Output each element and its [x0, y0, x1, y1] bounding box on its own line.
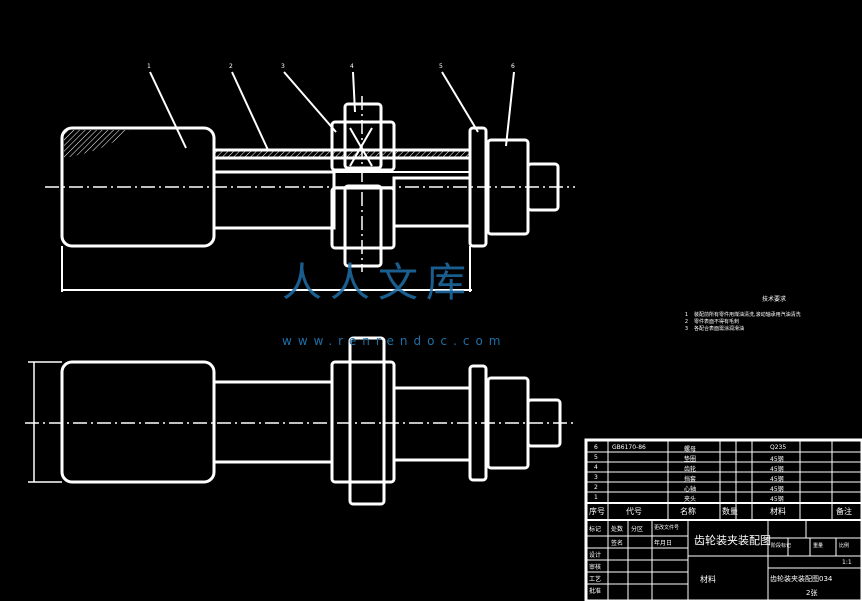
parts-header-qty: 数量: [722, 507, 738, 516]
bottom-mandrel: [212, 380, 334, 464]
parts-header-name: 名称: [680, 507, 696, 516]
gear-upper: [330, 120, 396, 172]
sign-label: 签名: [611, 540, 624, 547]
balloon-num-5: 5: [439, 63, 443, 70]
part-name: 垫圈: [684, 456, 697, 463]
design-label: 设计: [589, 552, 602, 559]
part-name: 夹头: [684, 496, 697, 503]
gear-core: [343, 102, 383, 170]
gear-lower-core: [343, 184, 383, 268]
part-seq: 2: [594, 484, 598, 491]
watermark-logo: 人人文库: [282, 260, 474, 306]
centre-lines: [25, 96, 575, 424]
part-seq: 4: [594, 464, 598, 471]
chuck-hatch: [64, 130, 130, 158]
sign-label: 更改文件号: [654, 525, 680, 531]
part-material: Q235: [770, 444, 787, 451]
balloon-num-1: 1: [147, 63, 151, 70]
mandrel-upper: [212, 148, 472, 160]
part-name: 挡套: [684, 476, 697, 483]
part-name: 齿轮: [684, 466, 697, 473]
scale-value: 1:1: [842, 559, 852, 566]
sign-label: 年月日: [654, 540, 673, 547]
part-seq: 5: [594, 454, 598, 461]
requirement-num: 2: [684, 319, 688, 325]
sign-label: 分区: [631, 526, 644, 533]
requirement-num: 3: [684, 326, 688, 332]
part-code: GB6170-86: [612, 444, 646, 451]
sheet-count: 2张: [806, 589, 818, 597]
leader-lines: [149, 71, 515, 151]
design-label: 批准: [589, 588, 602, 595]
stage-label: 阶段标记: [771, 543, 792, 549]
requirement-item: 2 零件表面不得有毛刺: [680, 319, 856, 326]
spacer-sleeve: [392, 176, 472, 228]
bottom-view: [28, 336, 562, 506]
balloon-num-3: 3: [281, 63, 285, 70]
part-material: 45钢: [770, 476, 784, 483]
sign-label: 处数: [611, 526, 624, 533]
part-seq: 6: [594, 444, 598, 451]
bottom-gear-core: [348, 336, 386, 506]
bottom-washer: [468, 364, 488, 482]
material-label: 材料: [700, 575, 716, 584]
requirement-text: 各配合表面需涂润滑油: [694, 326, 745, 332]
part-seq: 3: [594, 474, 598, 481]
stage-label: 比例: [839, 543, 850, 549]
front-view: [60, 102, 560, 292]
design-label: 审核: [589, 564, 602, 571]
part-name: 螺母: [684, 446, 697, 453]
part-material: 45钢: [770, 496, 784, 503]
balloon-num-2: 2: [229, 63, 233, 70]
sign-label: 标记: [589, 526, 602, 533]
balloon-num-4: 4: [350, 63, 354, 70]
part-name: 心轴: [684, 486, 697, 493]
drawing-title: 齿轮装夹装配图: [694, 534, 771, 547]
part-material: 45钢: [770, 466, 784, 473]
bottom-chuck: [60, 360, 216, 484]
requirement-num: 1: [684, 312, 688, 318]
requirement-item: 1 装配前所有零件用煤油清洗,滚动轴承用汽油清洗: [680, 312, 856, 319]
technical-requirements-title: 技术要求: [761, 296, 786, 303]
gear-lower: [330, 186, 396, 250]
requirement-text: 装配前所有零件用煤油清洗,滚动轴承用汽油清洗: [694, 312, 801, 318]
bottom-end: [526, 398, 562, 448]
title-block: [584, 438, 862, 601]
bottom-sleeve: [392, 386, 472, 462]
mandrel-shaft: [212, 170, 336, 230]
watermark-url: www.renrendoc.com: [282, 334, 507, 348]
requirement-text: 零件表面不得有毛刺: [694, 319, 740, 325]
part-material: 45钢: [770, 456, 784, 463]
part-seq: 1: [594, 494, 598, 501]
technical-requirements: 技术要求 1 装配前所有零件用煤油清洗,滚动轴承用汽油清洗 2 零件表面不得有毛…: [680, 296, 856, 333]
balloon-num-6: 6: [511, 63, 515, 70]
part-material: 45钢: [770, 486, 784, 493]
requirement-item: 3 各配合表面需涂润滑油: [680, 326, 856, 333]
parts-header-remark: 备注: [836, 507, 852, 516]
parts-header-code: 代号: [626, 507, 642, 516]
design-label: 工艺: [589, 576, 602, 583]
parts-header-material: 材料: [770, 507, 786, 516]
parts-header-seq: 序号: [589, 507, 605, 516]
stage-label: 重量: [813, 543, 824, 549]
drawing-number: 齿轮装夹装配图034: [770, 575, 833, 583]
